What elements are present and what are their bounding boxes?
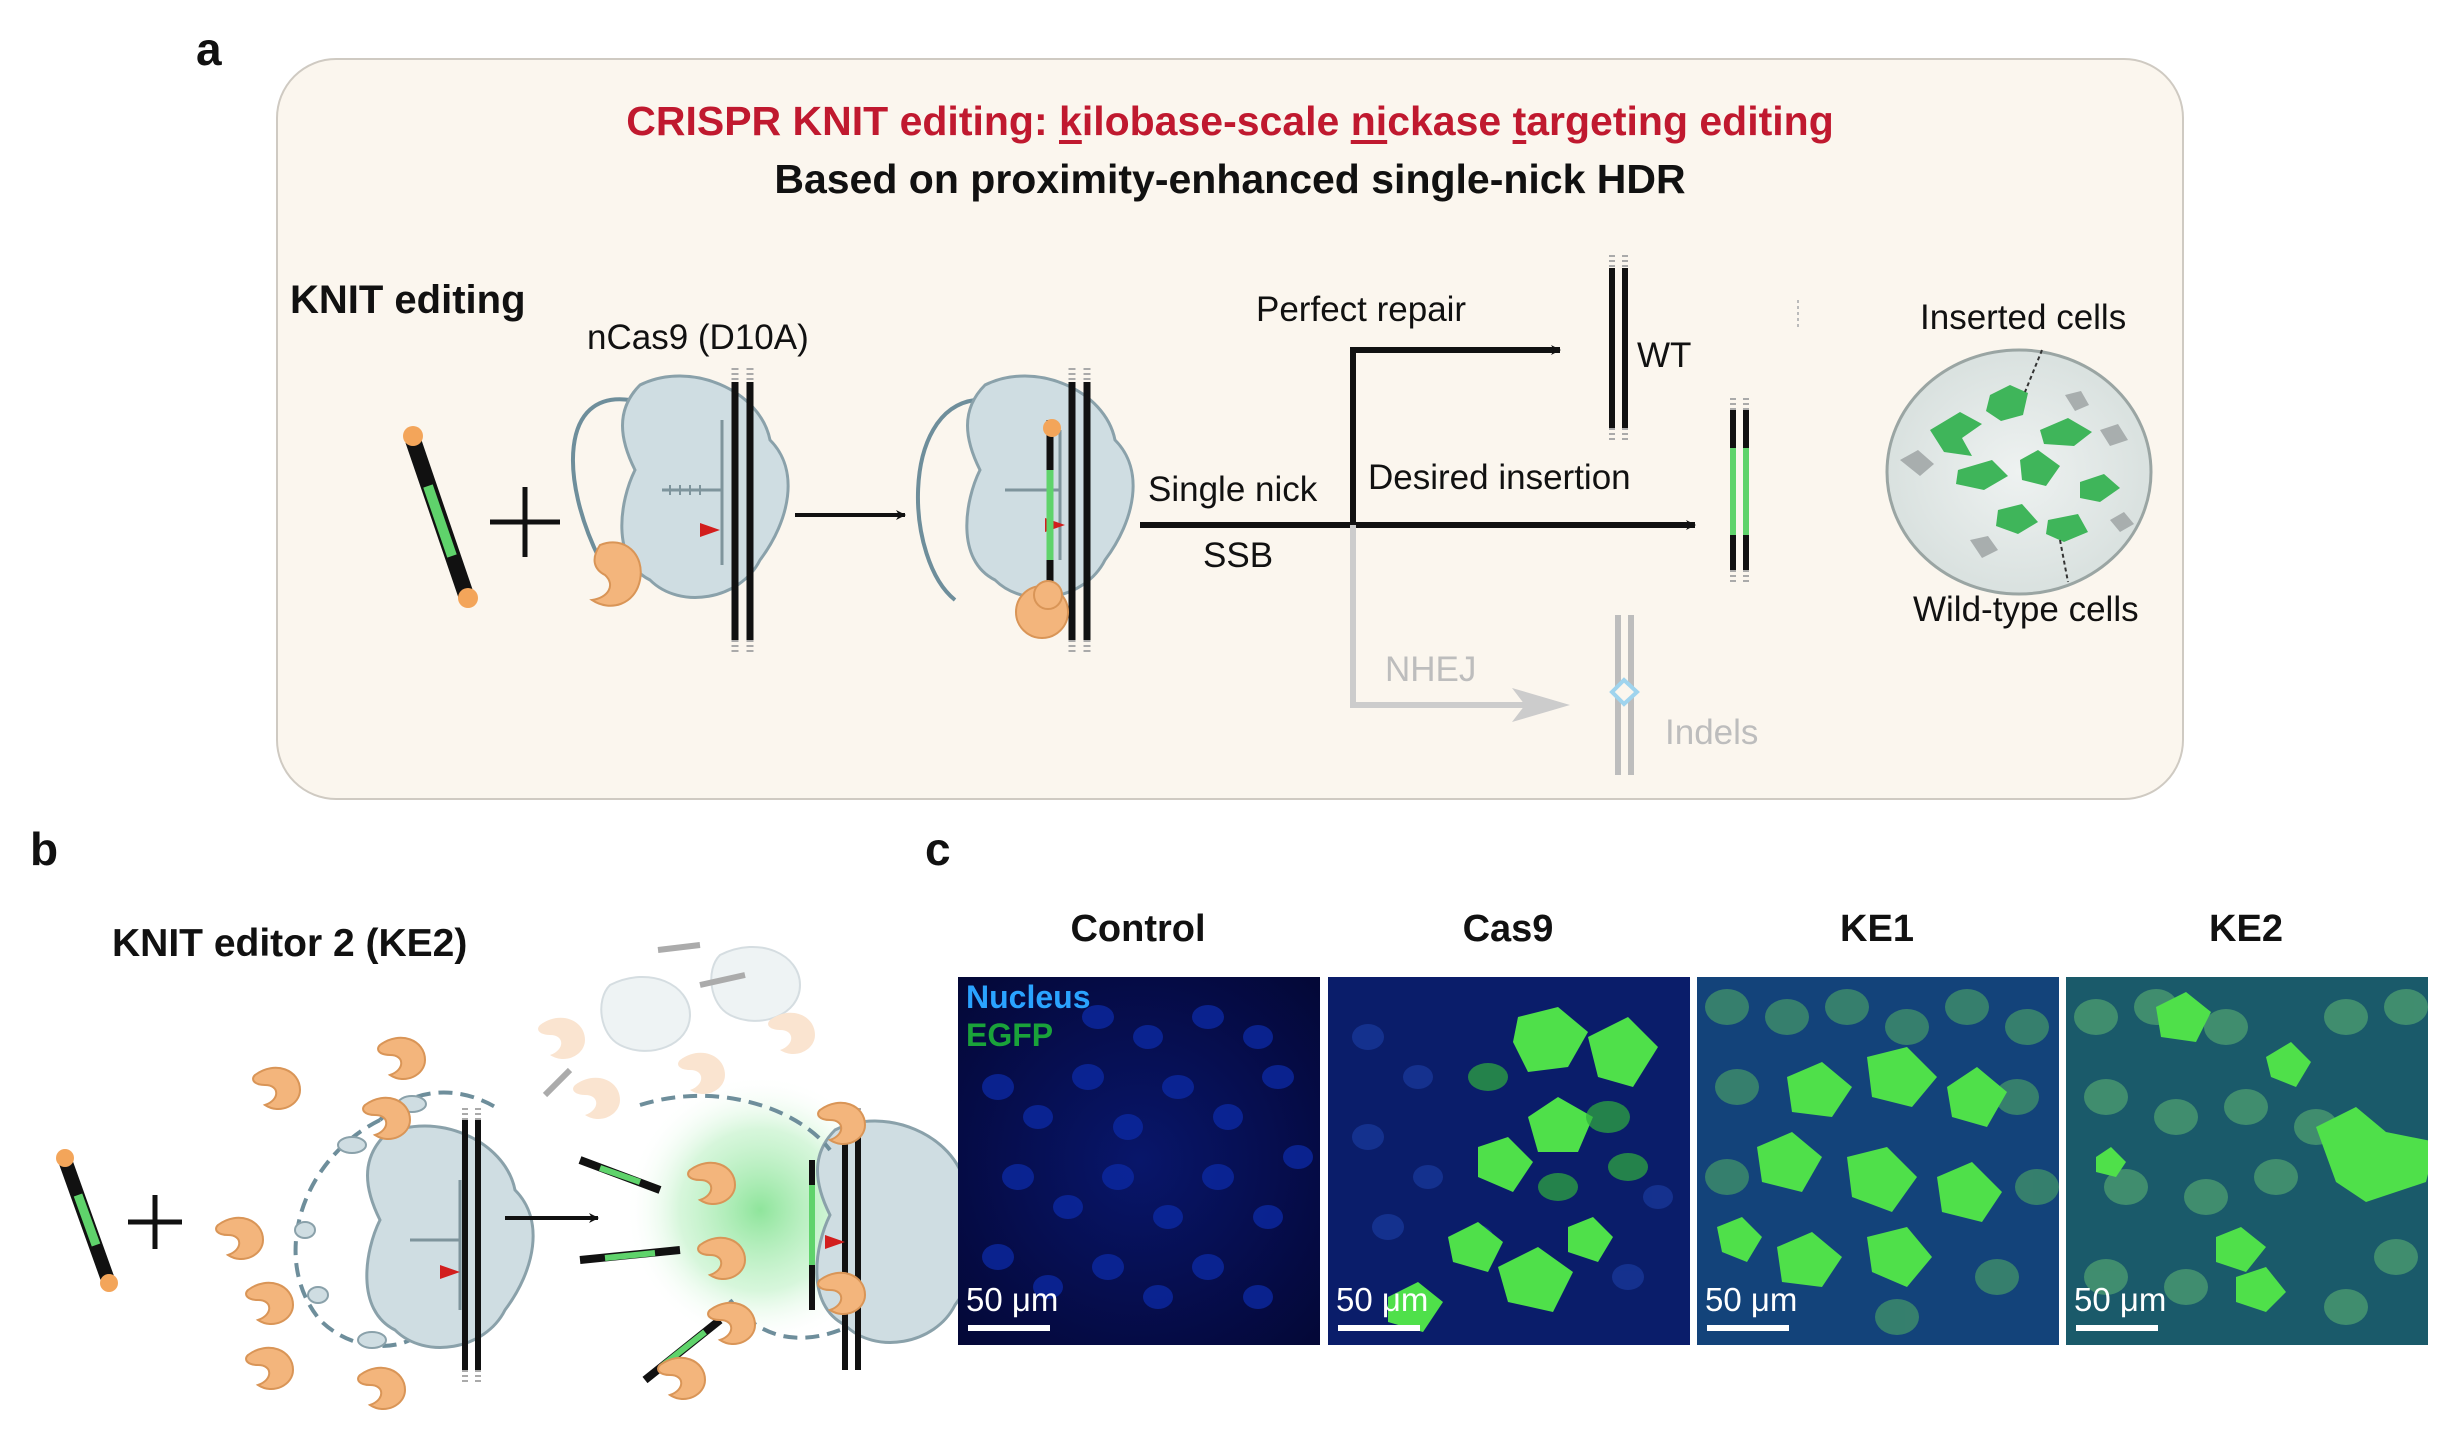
wt-dna: [1609, 255, 1628, 442]
effector-proteins: [215, 1036, 427, 1410]
scale-label-ke1: 50 μm: [1705, 1281, 1798, 1318]
panel-letter-a: a: [196, 23, 222, 75]
micro-image-ke2: 50 μm: [2066, 977, 2428, 1345]
ssb-label: SSB: [1203, 536, 1274, 575]
title-ilobase: ilobase-scale: [1081, 98, 1351, 144]
scale-label-control: 50 μm: [966, 1281, 1059, 1318]
micro-title-ke1: KE1: [1840, 908, 1914, 950]
legend-egfp: EGFP: [966, 1017, 1054, 1053]
scale-bar-cas9: [1338, 1325, 1420, 1331]
panel-letter-b: b: [30, 823, 59, 875]
title-t: t: [1512, 98, 1527, 144]
micro-image-control: Nucleus EGFP 50 μm: [958, 977, 1320, 1345]
title-ckase: ckase: [1387, 98, 1513, 144]
scale-label-ke2: 50 μm: [2074, 1281, 2167, 1318]
panel-a-subtitle: Based on proximity-enhanced single-nick …: [774, 156, 1686, 202]
title-ni: ni: [1350, 98, 1388, 144]
title-prefix: CRISPR KNIT editing:: [626, 98, 1059, 144]
faded-complexes: [538, 942, 815, 1120]
ncas9-label: nCas9 (D10A): [587, 318, 809, 357]
indels-dna: [1609, 615, 1640, 775]
panel-a-box: [276, 58, 2184, 800]
panel-letter-c: c: [925, 823, 951, 875]
ke2-title: KNIT editor 2 (KE2): [112, 922, 468, 965]
micro-image-ke1: 50 μm: [1697, 977, 2059, 1345]
ncas9-complex-2: [916, 368, 1135, 655]
knit-editing-label: KNIT editing: [290, 278, 526, 322]
micro-title-ke2: KE2: [2209, 908, 2283, 950]
plus-sign-b: [128, 1195, 182, 1249]
scale-label-cas9: 50 μm: [1336, 1281, 1429, 1318]
recruited-effectors: [657, 1101, 867, 1400]
legend-nucleus: Nucleus: [966, 979, 1091, 1015]
title-k: k: [1059, 98, 1082, 144]
ke2-complex: [293, 1090, 535, 1382]
wt-label: WT: [1637, 336, 1692, 375]
ncas9-complex-1: [570, 368, 790, 655]
perfect-repair-label: Perfect repair: [1256, 290, 1467, 329]
cell-dish: [1885, 348, 2153, 596]
panel-a-title: CRISPR KNIT editing: kilobase-scale nick…: [276, 98, 2184, 145]
donor-dna-b: [56, 1149, 118, 1292]
inserted-dna: [1730, 398, 1749, 582]
scale-bar-ke1: [1707, 1325, 1789, 1331]
branch-arrows: [1140, 345, 1696, 722]
single-nick-label: Single nick: [1148, 470, 1318, 509]
cells-pattern-ke2: [2066, 977, 2428, 1345]
scale-bar-control: [968, 1325, 1050, 1331]
nhej-label: NHEJ: [1385, 650, 1477, 689]
donor-dna-a: [403, 426, 478, 608]
scale-bar-ke2: [2076, 1325, 2158, 1331]
plus-sign-a: [490, 487, 560, 557]
ke2-recruited: [578, 1075, 985, 1384]
nuclei-pattern-control: [982, 1005, 1313, 1309]
micro-image-cas9: 50 μm: [1328, 977, 1690, 1345]
cells-pattern-ke1: [1697, 977, 2059, 1345]
indels-label: Indels: [1665, 713, 1759, 752]
title-argeting: argeting editing: [1526, 98, 1834, 144]
inserted-cells-label: Inserted cells: [1920, 298, 2127, 337]
cells-pattern-cas9: [1328, 977, 1690, 1345]
micro-title-control: Control: [1070, 908, 1206, 950]
wild-type-cells-label: Wild-type cells: [1913, 590, 2139, 629]
micro-title-cas9: Cas9: [1462, 908, 1554, 950]
desired-insertion-label: Desired insertion: [1368, 458, 1631, 497]
